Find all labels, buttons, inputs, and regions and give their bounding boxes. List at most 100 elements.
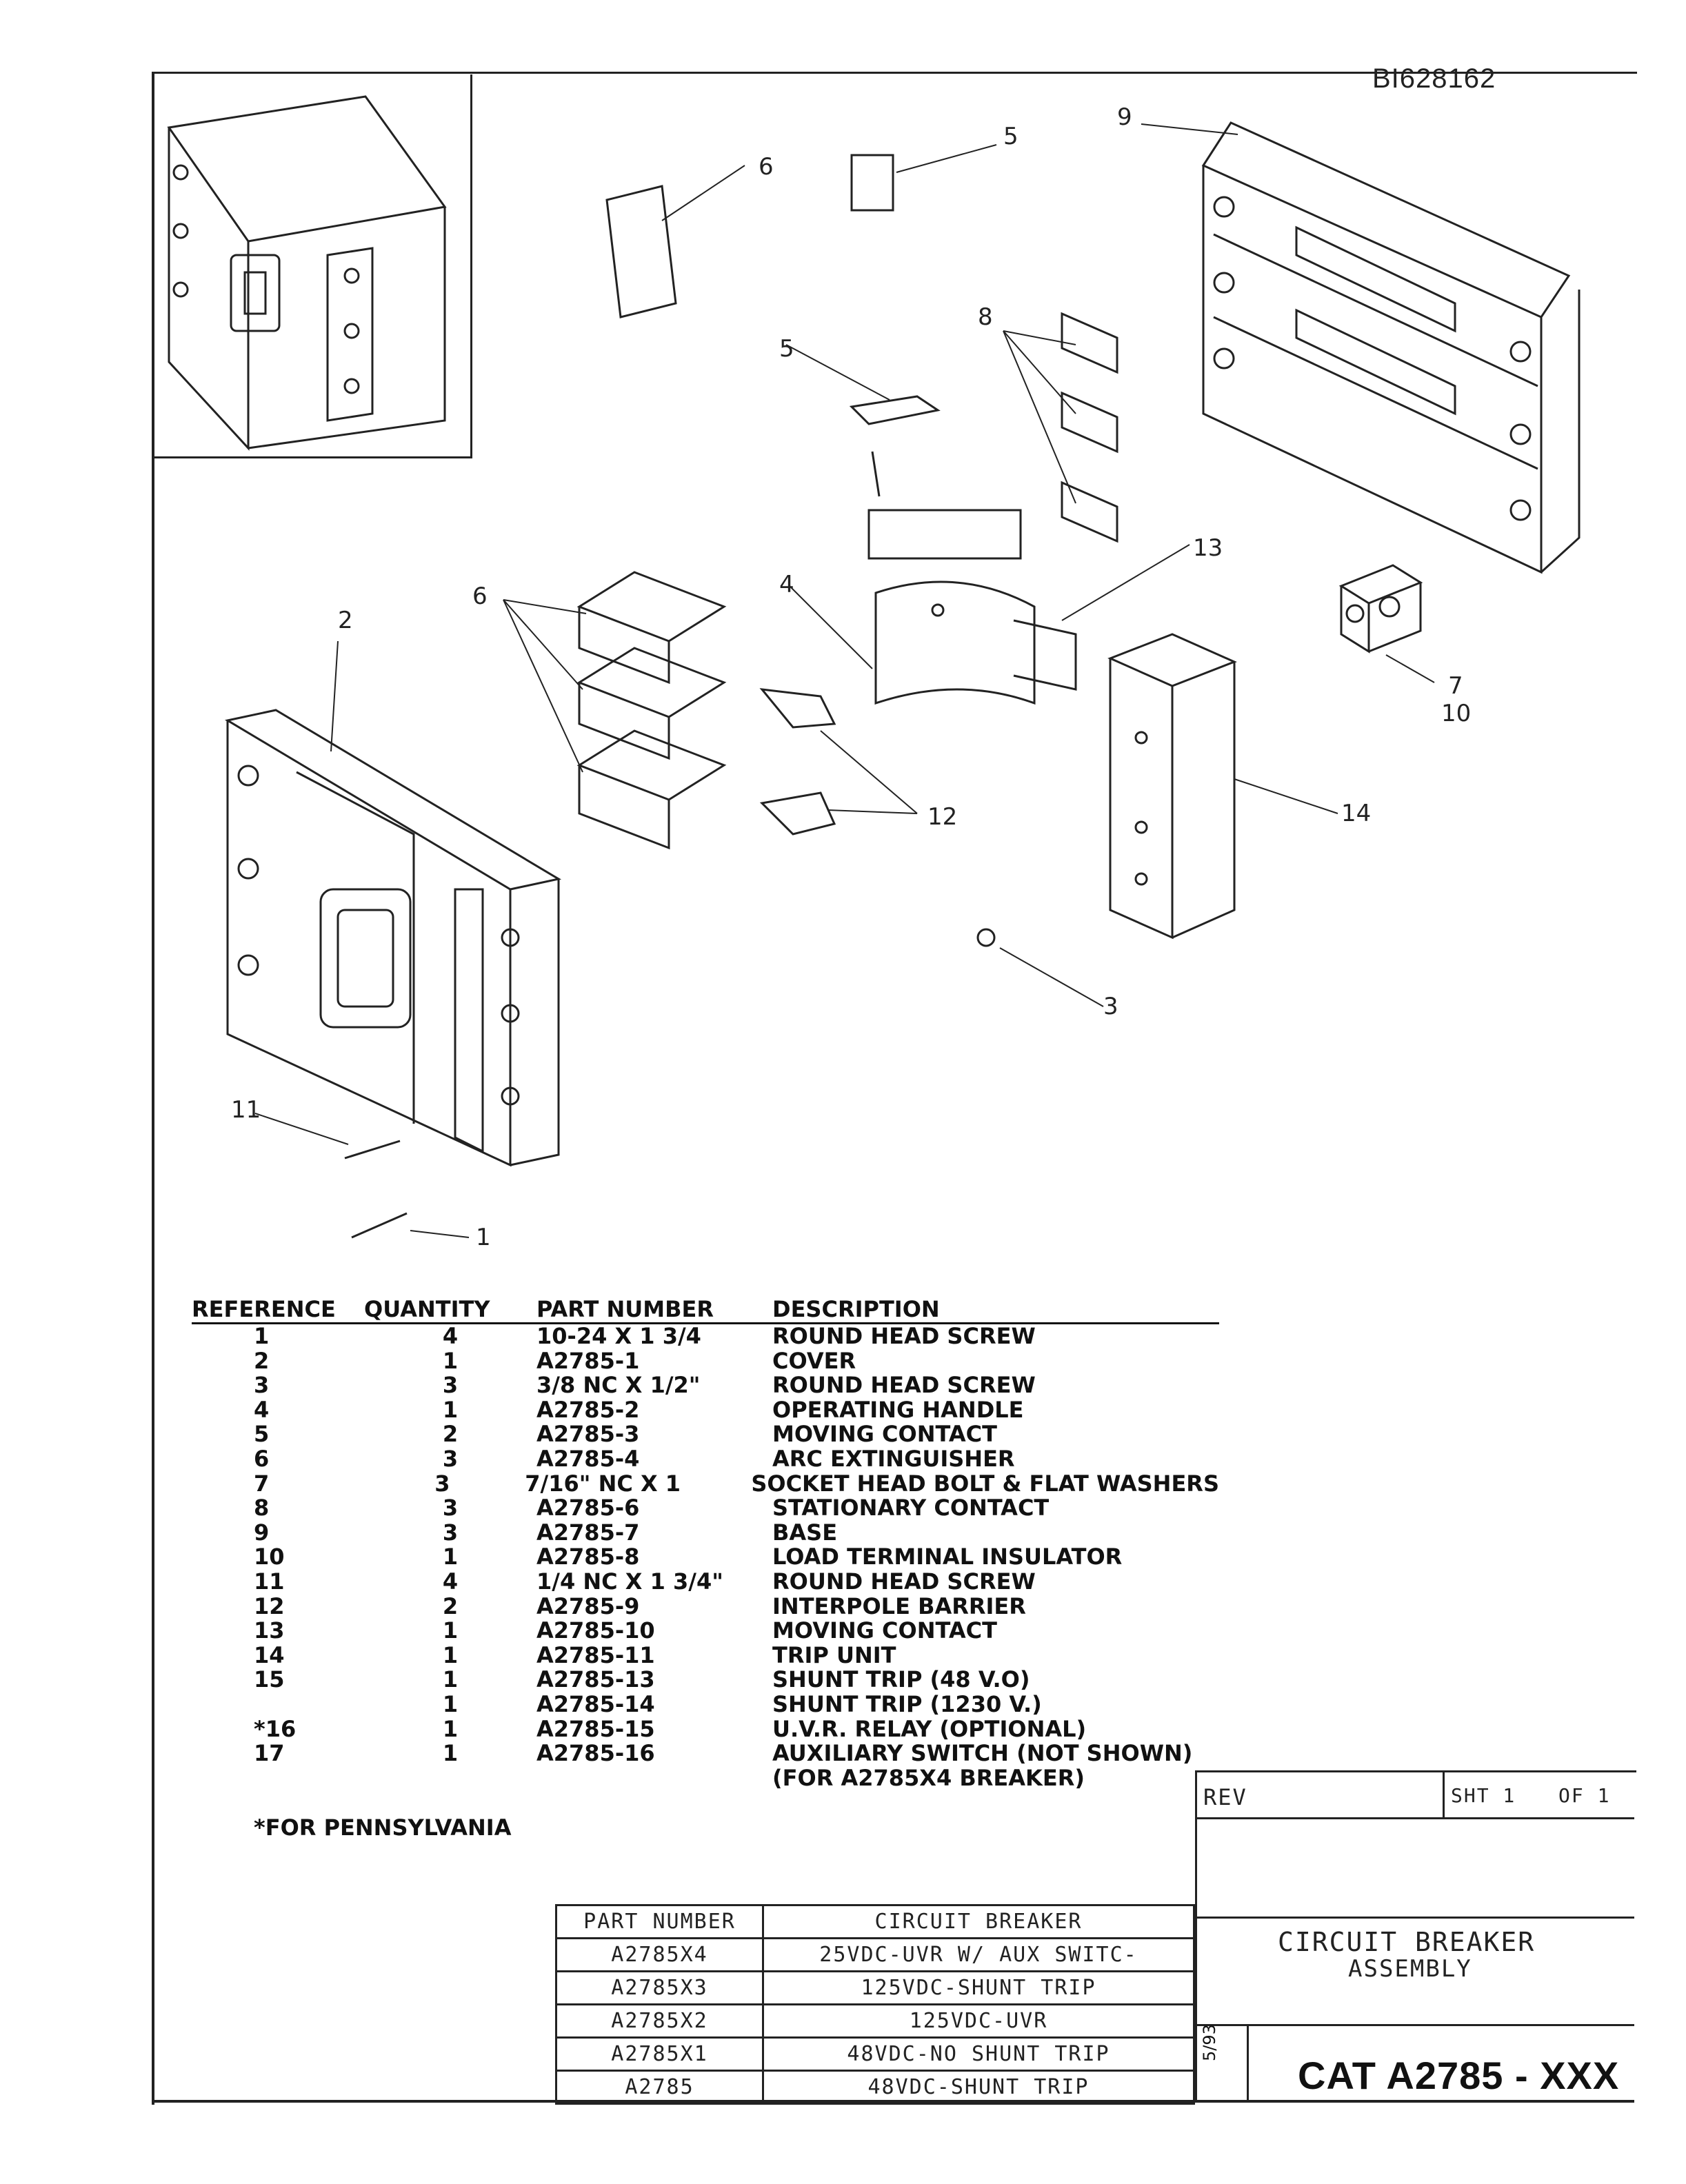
callout-13: 13 — [1193, 534, 1223, 562]
part-number-cell — [536, 1766, 772, 1791]
assembled-breaker-illustration — [167, 95, 447, 451]
callout-7: 7 — [1448, 672, 1463, 700]
title-block-rule-1 — [1195, 1817, 1634, 1819]
part-number-cell: A2785-14 — [536, 1690, 655, 1717]
title-block-divider-sheet — [1443, 1770, 1445, 1817]
table-row: 13 1 A2785-10 MOVING CONTACT — [192, 1619, 1219, 1644]
breaker-description-cell: 25VDC-UVR W/ AUX SWITC- — [762, 1937, 1195, 1972]
drawing-date: 5/93 — [1200, 2024, 1219, 2061]
description-cell: ROUND HEAD SCREW — [772, 1372, 1036, 1399]
description-cell: SHUNT TRIP (1230 V.) — [772, 1690, 1042, 1717]
callout-4: 4 — [779, 571, 794, 598]
drawing-title-line1: CIRCUIT BREAKER — [1278, 1927, 1536, 1957]
description-cell: MOVING CONTACT — [772, 1421, 997, 1448]
description-cell: SHUNT TRIP (48 V.O) — [772, 1666, 1030, 1693]
part-number-cell: A2785-1 — [536, 1347, 640, 1374]
reference-cell: 14 — [254, 1641, 285, 1668]
part-number-cell: A2785-10 — [536, 1617, 655, 1644]
header-breaker-part-number: PART NUMBER — [555, 1904, 764, 1939]
callout-12: 12 — [927, 803, 958, 831]
part-number-cell: A2785-11 — [536, 1641, 655, 1668]
quantity-cell: 3 — [442, 1495, 459, 1521]
breaker-variants-header: PART NUMBER CIRCUIT BREAKER — [555, 1904, 1195, 1939]
trip-unit-illustration — [1107, 633, 1237, 940]
reference-cell: 6 — [254, 1445, 270, 1472]
description-cell: MOVING CONTACT — [772, 1617, 997, 1644]
reference-cell: 11 — [254, 1568, 285, 1595]
callout-14: 14 — [1341, 800, 1372, 827]
part-number-cell: 3/8 NC X 1/2" — [536, 1372, 701, 1399]
description-cell: ROUND HEAD SCREW — [772, 1568, 1036, 1595]
description-cell: OPERATING HANDLE — [772, 1396, 1024, 1423]
quantity-cell: 1 — [442, 1715, 459, 1742]
quantity-cell: 1 — [442, 1617, 459, 1644]
title-block — [1195, 1770, 1636, 2102]
quantity-cell: 1 — [442, 1740, 459, 1767]
reference-cell: 13 — [254, 1617, 285, 1644]
header-description: DESCRIPTION — [772, 1296, 940, 1323]
reference-cell: 4 — [254, 1396, 270, 1423]
description-cell: COVER — [772, 1347, 856, 1374]
description-cell: ROUND HEAD SCREW — [772, 1323, 1036, 1349]
base-illustration — [1201, 121, 1580, 574]
quantity-cell: 1 — [442, 1666, 459, 1693]
breaker-part-number-cell: A2785X3 — [555, 1970, 764, 2005]
quantity-cell: 2 — [442, 1593, 459, 1619]
reference-cell: 1 — [254, 1323, 270, 1349]
quantity-cell: 3 — [442, 1372, 459, 1399]
moving-contact-assembly-illustration — [867, 509, 1077, 705]
callout-8: 8 — [978, 303, 993, 331]
reference-cell: 10 — [254, 1544, 285, 1570]
description-cell: STATIONARY CONTACT — [772, 1495, 1050, 1521]
catalog-number: CAT A2785 - XXX — [1298, 2054, 1620, 2097]
reference-cell: 12 — [254, 1593, 285, 1619]
callout-6: 6 — [472, 583, 488, 610]
table-row: 3 3 3/8 NC X 1/2" ROUND HEAD SCREW — [192, 1373, 1219, 1398]
description-cell: SOCKET HEAD BOLT & FLAT WASHERS — [751, 1470, 1219, 1497]
rev-label: REV — [1203, 1784, 1247, 1810]
breaker-description-cell: 125VDC-UVR — [762, 2003, 1195, 2039]
reference-cell: 5 — [254, 1421, 270, 1448]
quantity-cell: 1 — [442, 1544, 459, 1570]
description-cell: (FOR A2785X4 BREAKER) — [772, 1764, 1085, 1791]
part-number-cell: 7/16" NC X 1 — [525, 1470, 681, 1497]
load-terminal-insulator-illustration — [1338, 564, 1423, 654]
reference-cell: 15 — [254, 1666, 285, 1693]
reference-cell — [192, 1692, 364, 1717]
callout-2: 2 — [338, 607, 353, 634]
part-number-cell: A2785-16 — [536, 1740, 655, 1767]
description-cell: LOAD TERMINAL INSULATOR — [772, 1544, 1123, 1570]
reference-cell — [192, 1766, 364, 1791]
quantity-cell: 1 — [442, 1641, 459, 1668]
drawing-title-line2: ASSEMBLY — [1348, 1955, 1472, 1983]
callout-6-top: 6 — [759, 153, 774, 181]
drawing-number: BI628162 — [1372, 63, 1496, 94]
reference-cell: 7 — [254, 1470, 270, 1497]
description-cell: AUXILIARY SWITCH (NOT SHOWN) — [772, 1740, 1193, 1767]
part-number-cell: A2785-7 — [536, 1519, 640, 1546]
parts-list-header: REFERENCE QUANTITY PART NUMBER DESCRIPTI… — [192, 1296, 1219, 1324]
breaker-description-cell: 48VDC-NO SHUNT TRIP — [762, 2036, 1195, 2072]
breaker-part-number-cell: A2785X4 — [555, 1937, 764, 1972]
reference-cell: 9 — [254, 1519, 270, 1546]
breaker-part-number-cell: A2785X1 — [555, 2036, 764, 2072]
sheet-number: SHT 1 — [1451, 1784, 1516, 1807]
callout-3: 3 — [1103, 993, 1118, 1020]
description-cell: TRIP UNIT — [772, 1641, 896, 1668]
reference-cell: 3 — [254, 1372, 270, 1399]
quantity-cell: 1 — [442, 1690, 459, 1717]
callout-9: 9 — [1117, 103, 1132, 131]
